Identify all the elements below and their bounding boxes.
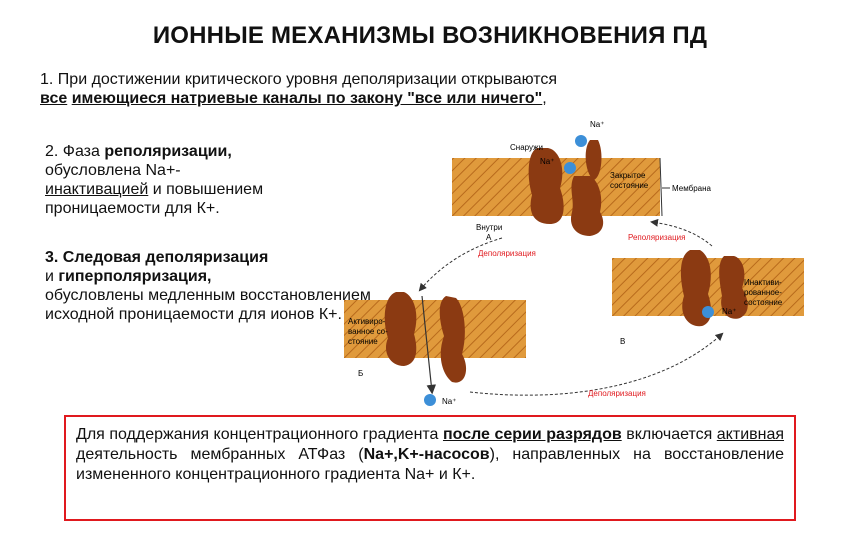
- channel-b-left: [384, 292, 417, 366]
- channel-c-left: [680, 250, 712, 327]
- point-2-line2: обусловлена Na+-: [45, 162, 181, 179]
- point-2-rest: и повышением проницаемости для К+.: [45, 181, 264, 217]
- point-3-rest: обусловлены медленным восстановлением ис…: [45, 287, 371, 323]
- label-activated-3: стояние: [348, 337, 378, 346]
- label-depolarization-1: Деполяризация: [478, 249, 536, 258]
- point-1-all: все: [40, 90, 68, 107]
- label-na-a: Na⁺: [540, 157, 554, 166]
- na-ion-c: [702, 306, 714, 318]
- point-3-bold2: гиперполяризация,: [58, 268, 212, 285]
- label-activated-2: ванное со-: [348, 327, 388, 336]
- point-1-line1: 1. При достижении критического уровня де…: [40, 71, 558, 88]
- na-ion-a: [564, 162, 576, 174]
- page-title: ИОННЫЕ МЕХАНИЗМЫ ВОЗНИКНОВЕНИЯ ПД: [152, 22, 708, 49]
- membrane-b: [344, 300, 526, 358]
- na-ion-a-top: [575, 135, 587, 147]
- label-depolarization-2: Деполяризация: [588, 389, 646, 398]
- summary-text-4: ), направленных на восстановление измене…: [76, 446, 784, 483]
- ion-flow-arrow: [421, 295, 437, 395]
- summary-text-2: включается: [621, 426, 717, 443]
- label-na-top: Na⁺: [590, 120, 604, 129]
- summary-after-series: после серии разрядов: [442, 426, 622, 443]
- summary-text-3: деятельность мембранных АТФаз (: [76, 446, 364, 463]
- summary-pumps: Na+,K+-насосов: [363, 446, 490, 463]
- channel-a-left: [528, 148, 564, 224]
- label-closed-1: Закрытое: [610, 171, 646, 180]
- label-membrane: Мембрана: [672, 184, 712, 193]
- summary-text-1: Для поддержания концентрационного градие…: [76, 426, 443, 443]
- label-na-b: Na⁺: [442, 397, 456, 406]
- arrow-b-to-c: [469, 332, 724, 396]
- point-2-inactivation: инактивацией: [45, 181, 149, 198]
- label-letter-a: А: [486, 233, 492, 242]
- na-ion-b: [424, 394, 436, 406]
- point-1-channels: имеющиеся натриевые каналы по закону "вс…: [71, 90, 543, 107]
- label-repolarization: Реполяризация: [628, 233, 685, 242]
- channel-a-right: [570, 176, 604, 236]
- point-1-comma: ,: [542, 90, 547, 107]
- point-1-line2: все имеющиеся натриевые каналы по закону…: [40, 89, 800, 108]
- point-3-bold1: 3. Следовая деполяризация: [45, 249, 269, 266]
- label-inactivated-2: рованное-: [744, 288, 782, 297]
- point-1: 1. При достижении критического уровня де…: [40, 70, 800, 108]
- channel-b-right: [439, 296, 467, 383]
- channel-c-right: [719, 256, 748, 319]
- label-letter-c: В: [620, 337, 625, 346]
- point-2-prefix: 2. Фаза: [45, 143, 105, 160]
- arrow-a-to-b: [418, 237, 503, 292]
- label-na-c: Na⁺: [722, 307, 736, 316]
- point-2-phase: реполяризации,: [104, 143, 232, 160]
- point-3: 3. Следовая деполяризация и гиперполяриз…: [45, 248, 375, 324]
- channel-a-gate: [585, 140, 602, 180]
- summary-box: Для поддержания концентрационного градие…: [64, 415, 796, 521]
- arrow-c-to-a: [650, 218, 713, 247]
- summary-active: активная: [716, 426, 785, 443]
- label-letter-b: Б: [358, 369, 363, 378]
- label-outside: Снаружи: [510, 143, 543, 152]
- label-activated-1: Активиро-: [348, 317, 386, 326]
- label-inactivated-1: Инактиви-: [744, 278, 782, 287]
- point-3-mid: и: [45, 268, 59, 285]
- label-inactivated-3: состояние: [744, 298, 783, 307]
- label-closed-2: состояние: [610, 181, 649, 190]
- label-inside: Внутри: [476, 223, 502, 232]
- point-2: 2. Фаза реполяризации, обусловлена Na+- …: [45, 142, 335, 218]
